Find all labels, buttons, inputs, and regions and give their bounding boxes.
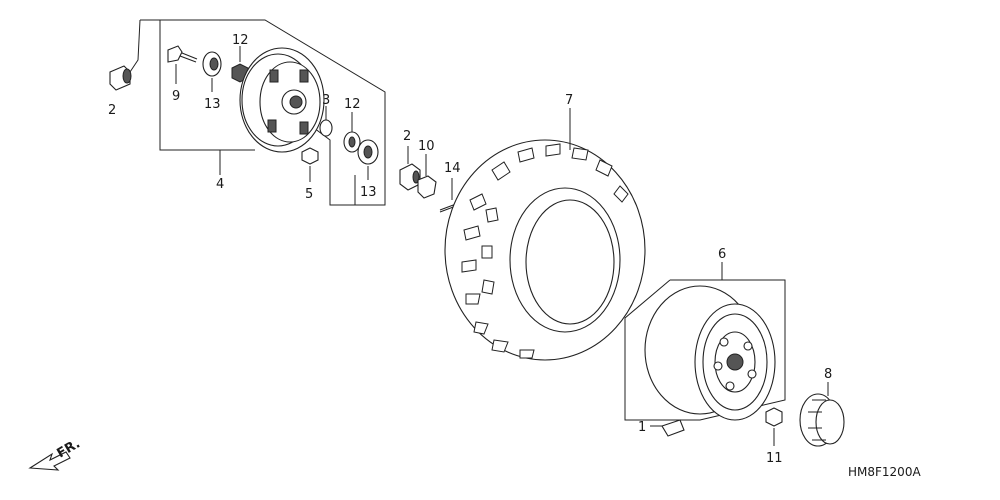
callout-labels: 2 9 13 12 3 12 4 5 13 2 10 14 7 6 8 1 11	[108, 33, 832, 466]
callout-9: 9	[172, 89, 180, 104]
callout-2-right: 2	[403, 129, 411, 144]
valve-stem-1[interactable]	[650, 419, 685, 437]
wheel-nut-11[interactable]	[765, 407, 783, 446]
spacer-2-right[interactable]	[399, 146, 421, 191]
callout-12-upper: 12	[232, 33, 249, 48]
callout-1: 1	[638, 420, 646, 435]
hub-assembly-bracket	[140, 19, 386, 206]
callout-5: 5	[305, 187, 313, 202]
callout-13-upper: 13	[204, 97, 221, 112]
callout-13-lower: 13	[360, 185, 377, 200]
seal-12-lower[interactable]	[343, 112, 361, 153]
collar-3[interactable]	[319, 106, 333, 137]
wheel-bracket	[624, 262, 786, 421]
castle-nut-10[interactable]	[417, 154, 437, 199]
tire-tread-pattern	[461, 143, 629, 359]
bearing-13-upper[interactable]	[202, 51, 222, 92]
front-direction-arrow-icon	[28, 451, 71, 471]
hub-cap-8[interactable]	[799, 382, 845, 447]
bearing-13-lower[interactable]	[357, 139, 379, 180]
tire-7[interactable]	[444, 108, 646, 361]
callout-11: 11	[766, 451, 783, 466]
bolt-9[interactable]	[167, 45, 198, 84]
callout-12-lower: 12	[344, 97, 361, 112]
callout-14: 14	[444, 161, 461, 176]
callout-3: 3	[322, 93, 330, 108]
callout-7: 7	[565, 93, 573, 108]
nut-5[interactable]	[301, 147, 319, 182]
hub-drum-4[interactable]	[239, 47, 325, 153]
diagram-code: HM8F1200A	[848, 465, 921, 479]
callout-2-left: 2	[108, 103, 116, 118]
callout-8: 8	[824, 367, 832, 382]
callout-4: 4	[216, 177, 224, 192]
callout-6: 6	[718, 247, 726, 262]
callout-10: 10	[418, 139, 435, 154]
wheel-rim-6[interactable]	[644, 285, 776, 421]
spacer-2-left[interactable]	[109, 19, 141, 91]
